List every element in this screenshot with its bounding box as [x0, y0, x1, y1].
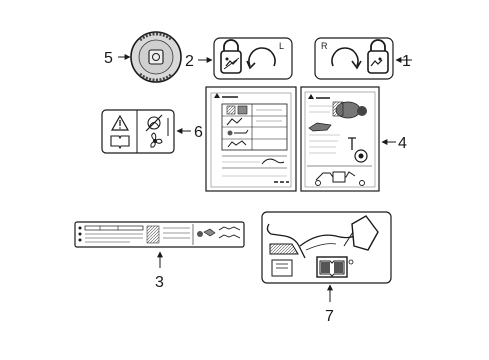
- callout-1: 1: [402, 53, 411, 70]
- part-3-strip-label: [74, 221, 245, 248]
- callout-4: 4: [398, 135, 407, 152]
- left-side-mark: L: [279, 41, 284, 51]
- callout-7: 7: [325, 308, 334, 325]
- part-1-child-lock-label-right: R: [314, 37, 394, 80]
- part-4-info-label-right: [300, 86, 380, 192]
- part-7-interior-view-label: [261, 211, 392, 284]
- right-side-mark: R: [321, 41, 328, 51]
- part-2-child-lock-label-left: L: [213, 37, 293, 80]
- callout-6: 6: [194, 124, 203, 141]
- callout-3: 3: [155, 274, 164, 291]
- callout-5: 5: [104, 50, 113, 67]
- part-6-airbag-warning-label: [101, 109, 175, 154]
- part-4-info-label-left: [205, 86, 297, 192]
- callout-2: 2: [185, 53, 194, 70]
- part-5-round-badge: [130, 31, 182, 83]
